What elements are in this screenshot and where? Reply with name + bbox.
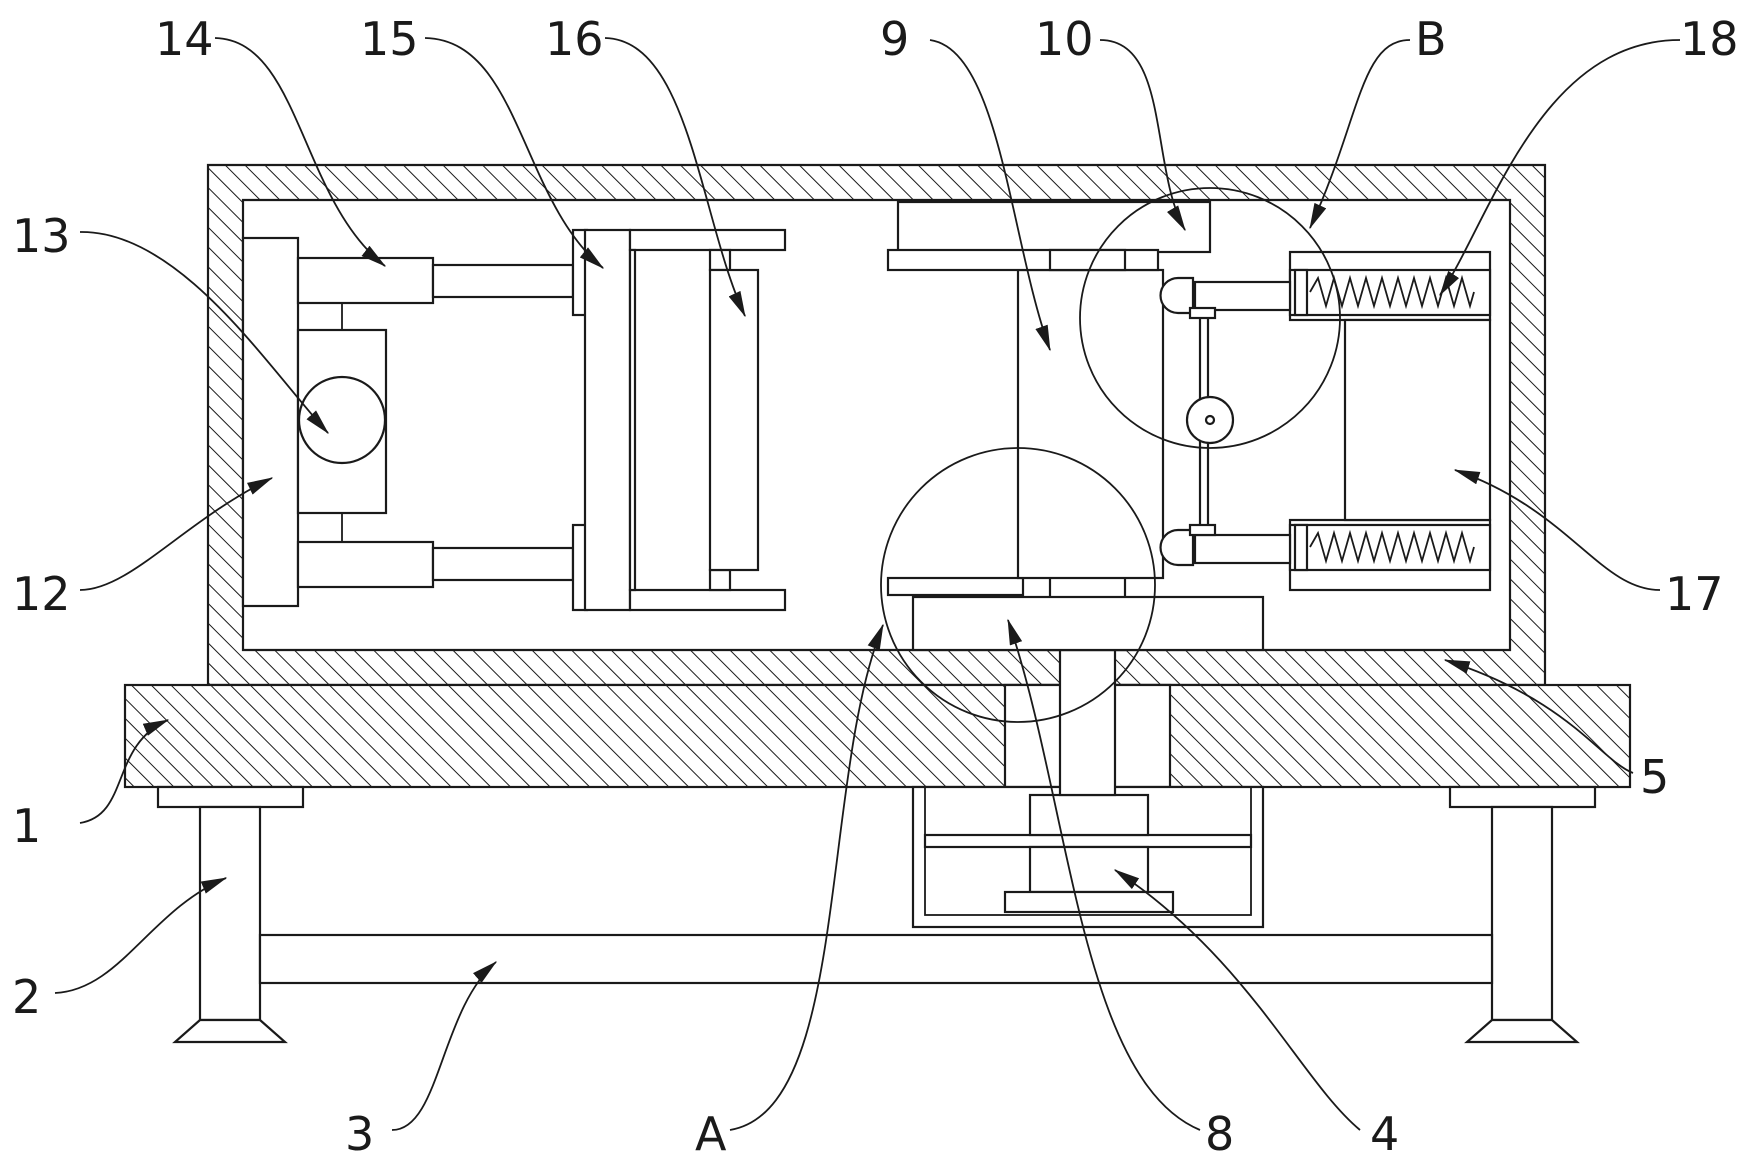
leader-2 — [54, 877, 228, 994]
label-9: 9 — [880, 12, 909, 66]
left-clamp-assembly — [241, 228, 787, 612]
leader-16 — [604, 37, 746, 318]
base-plate — [123, 683, 1632, 789]
label-1: 1 — [12, 799, 41, 853]
leader-8 — [1007, 618, 1201, 1131]
leader-9 — [929, 39, 1051, 352]
detail-circle-b — [1079, 187, 1341, 449]
label-10: 10 — [1035, 12, 1094, 66]
leg-left — [156, 785, 305, 1044]
leader-10 — [1099, 39, 1186, 232]
label-18: 18 — [1680, 12, 1739, 66]
reference-labels: 1 2 3 4 5 8 9 10 12 13 14 15 16 17 18 A … — [12, 12, 1739, 1161]
crossbar — [258, 933, 1494, 985]
right-clamp-assembly — [1159, 250, 1492, 592]
leader-12 — [79, 477, 274, 591]
label-13: 13 — [12, 209, 71, 263]
label-17: 17 — [1665, 567, 1724, 621]
label-8: 8 — [1205, 1107, 1234, 1161]
leader-B — [1309, 39, 1411, 230]
leg-right — [1448, 785, 1597, 1044]
motor-box — [911, 785, 1265, 929]
label-16: 16 — [545, 12, 604, 66]
clamp-block — [886, 200, 1212, 580]
leader-A — [729, 623, 884, 1131]
detail-circle-a — [880, 447, 1156, 723]
leader-lines — [54, 37, 1681, 1131]
leader-3 — [391, 961, 497, 1131]
leader-15 — [424, 37, 605, 269]
leader-18 — [1439, 39, 1681, 297]
label-15: 15 — [360, 12, 419, 66]
leader-14 — [214, 37, 387, 267]
label-4: 4 — [1370, 1107, 1399, 1161]
leader-5 — [1443, 659, 1634, 774]
label-14: 14 — [155, 12, 214, 66]
label-2: 2 — [12, 970, 41, 1024]
rotating-platform — [886, 576, 1265, 652]
spring-lower — [1309, 529, 1475, 565]
label-5: 5 — [1640, 750, 1669, 804]
label-A: A — [695, 1107, 727, 1161]
label-3: 3 — [345, 1107, 374, 1161]
leader-4 — [1113, 869, 1361, 1131]
leader-17 — [1453, 469, 1661, 591]
leader-1 — [79, 719, 170, 824]
leader-13 — [79, 231, 329, 434]
label-12: 12 — [12, 567, 71, 621]
label-B: B — [1415, 12, 1447, 66]
